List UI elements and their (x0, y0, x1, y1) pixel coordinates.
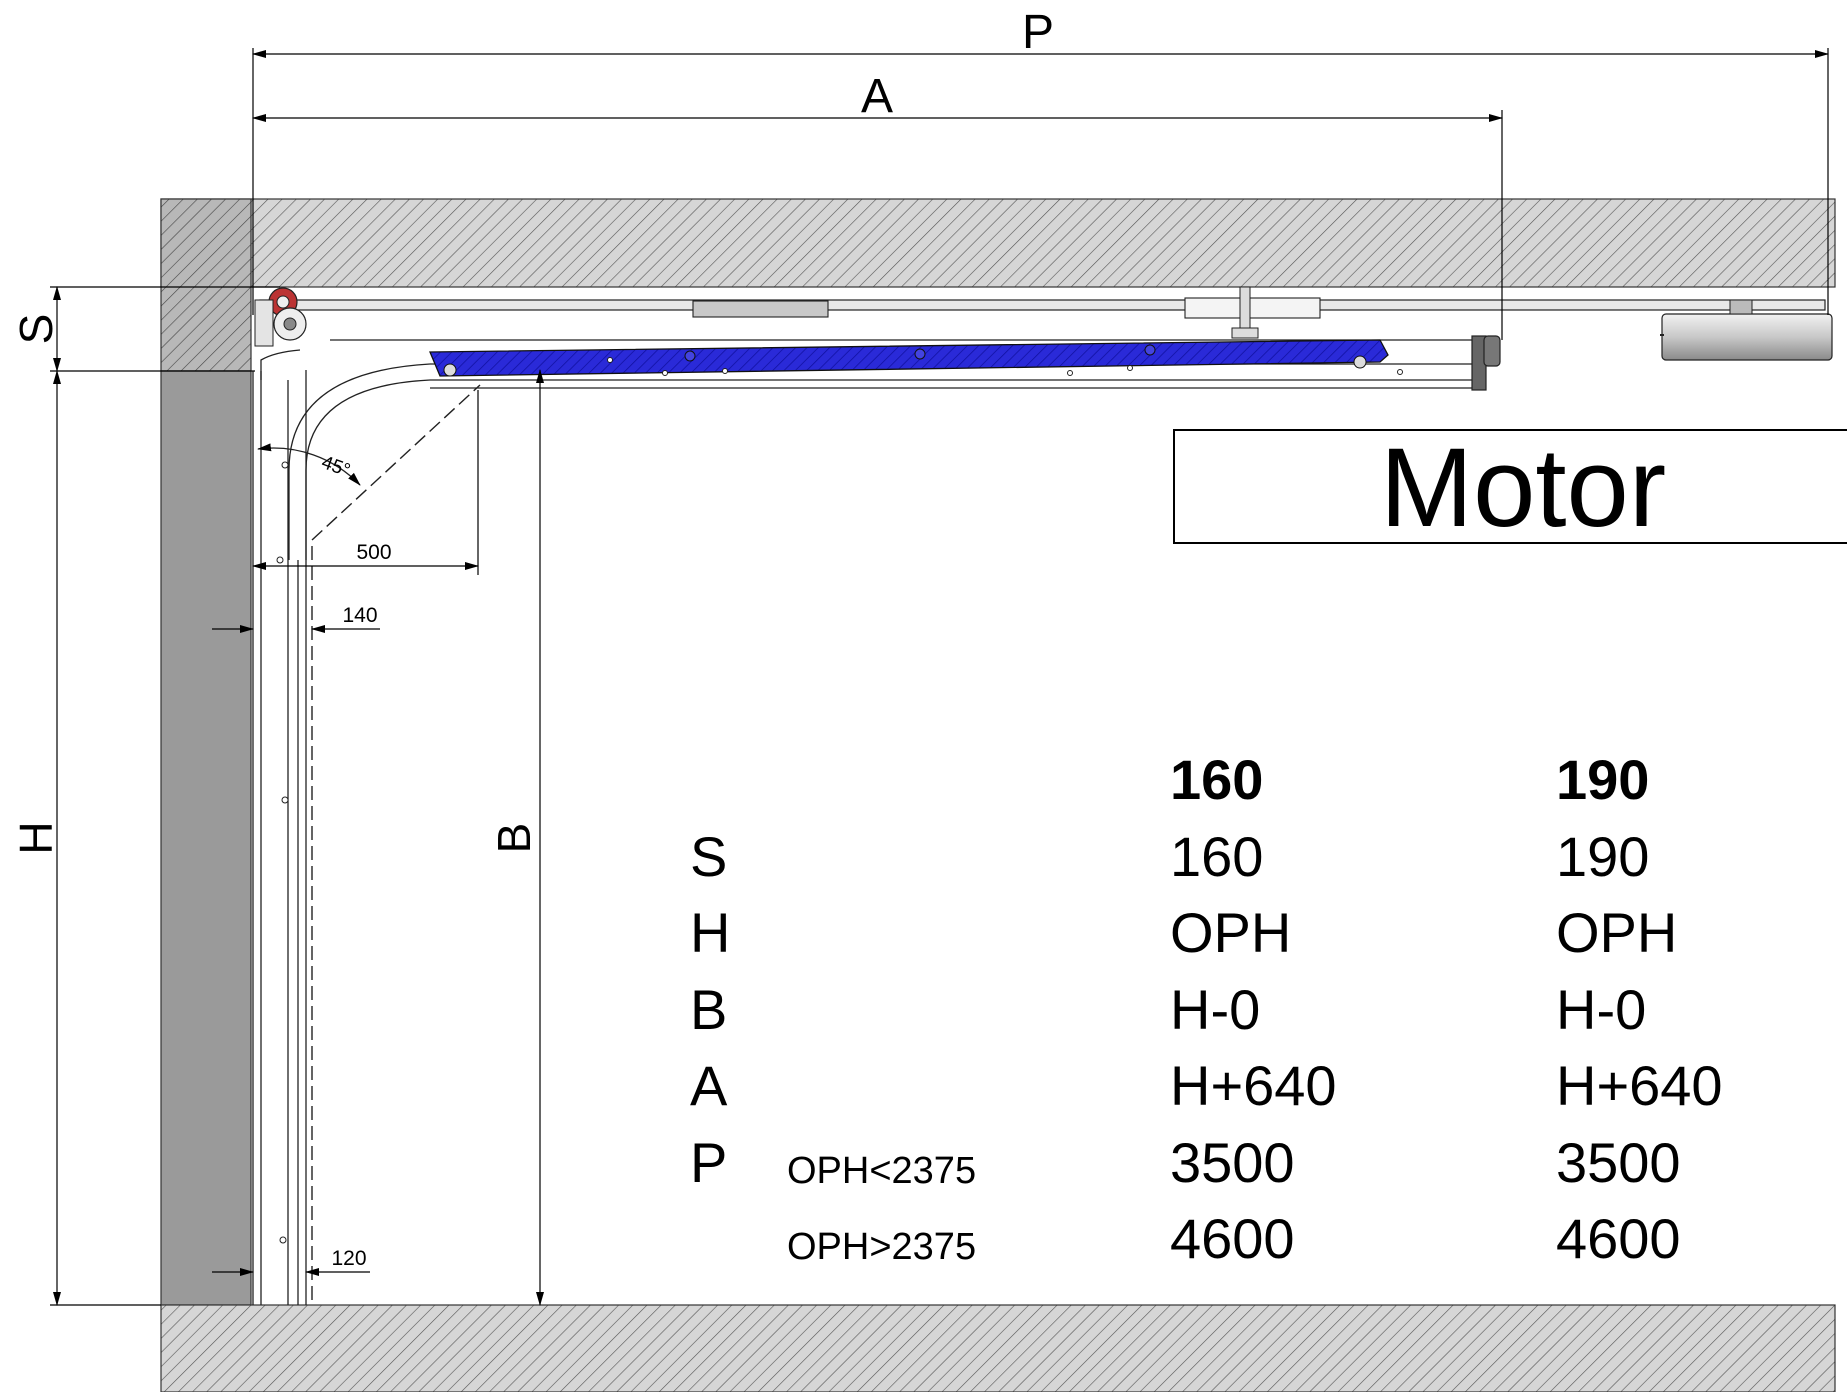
floor (160, 1304, 1836, 1392)
angle-label: 45° (319, 452, 353, 482)
dimension-120-label: 120 (331, 1247, 366, 1270)
table-cell: 160 (1170, 825, 1263, 888)
table-row-note: OPH>2375 (787, 1226, 976, 1268)
table-row-label: H (690, 901, 730, 964)
table-cell: OPH (1170, 901, 1291, 964)
dimension-s-label: S (10, 314, 62, 345)
vertical-track (252, 370, 307, 1305)
dimension-p-label: P (1022, 6, 1054, 59)
dimension-s (50, 286, 280, 372)
table-row-label: A (690, 1054, 728, 1117)
drum-mechanism (254, 287, 307, 347)
panel-hinges (443, 344, 1367, 377)
dimension-table: 160 190 S 160 190 H OPH OPH B H-0 H-0 A … (690, 748, 1723, 1270)
motor-label-box (1173, 429, 1847, 544)
track-end-cap (1483, 335, 1501, 367)
door-path-dashed (311, 384, 481, 1300)
table-cell: 190 (1556, 825, 1649, 888)
ceiling (160, 198, 1836, 288)
wall-upper (160, 198, 252, 372)
table-row-label: B (690, 978, 727, 1041)
dimension-h-label: H (10, 821, 62, 854)
dimension-500-label: 500 (356, 541, 391, 564)
motor-label: Motor (1380, 425, 1666, 550)
dimension-a-label: A (861, 70, 893, 123)
table-cell: H-0 (1556, 978, 1646, 1041)
table-col-header-2: 190 (1556, 748, 1649, 811)
table-cell: 3500 (1556, 1131, 1681, 1194)
table-cell: 4600 (1556, 1207, 1681, 1270)
motor-unit (1660, 299, 1833, 361)
dimension-500 (252, 390, 479, 575)
dimension-a (252, 110, 1503, 340)
table-row-note: OPH<2375 (787, 1150, 976, 1192)
track-rivets (276, 357, 1403, 1244)
table-cell: OPH (1556, 901, 1677, 964)
table-col-header-1: 160 (1170, 748, 1263, 811)
opener-rail (259, 286, 1826, 339)
wall (160, 370, 252, 1306)
table-cell: H+640 (1170, 1054, 1337, 1117)
table-row-label: S (690, 825, 727, 888)
dimension-b-label: B (488, 823, 540, 854)
dimension-140-label: 140 (342, 604, 377, 627)
table-cell: H-0 (1170, 978, 1260, 1041)
table-cell: 3500 (1170, 1131, 1295, 1194)
table-cell: H+640 (1556, 1054, 1723, 1117)
table-row-label: P (690, 1131, 727, 1194)
table-cell: 4600 (1170, 1207, 1295, 1270)
dimension-p (252, 48, 1829, 315)
dimension-h (50, 370, 161, 1306)
angle-arc (257, 443, 361, 486)
door-panel (429, 339, 1389, 377)
